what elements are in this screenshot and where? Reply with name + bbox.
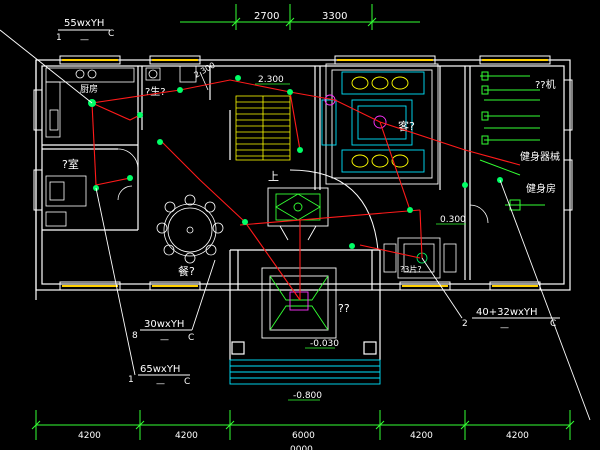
callout-4-num: 2 [462,319,468,329]
room-label-gym-equipment: 健身器械 [520,150,560,163]
callout-1-suffix: C [108,29,114,39]
dim-bottom-1: 4200 [78,431,101,441]
callout-3-spec: 65wxYH [140,364,180,375]
dim-total: 0000 [290,445,313,450]
room-label-machine: ??机 [535,78,556,91]
entry-steps [229,359,381,385]
hall-inlay [267,187,329,241]
staircase [235,95,291,161]
room-label-entry: ?? [338,302,350,315]
window-highlights [62,59,548,287]
elev-bath: 2.300 [193,60,217,79]
dim-bottom-4: 4200 [410,431,433,441]
living-room-furniture [321,63,439,185]
callout-3-num: 1 [128,375,134,385]
lounge-tag: ?3片? [400,264,422,274]
elev-stairs: 2.300 [258,75,284,85]
callout-leaders [0,29,591,421]
dining-table [156,194,224,264]
electrical-wiring [91,79,521,301]
room-label-bath: ?生? [145,85,166,98]
dim-bottom-2: 4200 [175,431,198,441]
room-label-dining: 餐? [178,264,195,278]
dim-top-2: 3300 [322,11,347,22]
dim-bottom-3: 6000 [292,431,315,441]
callout-3-suffix: C [184,377,190,387]
bottom-dimension-chain [31,410,575,440]
callout-2-dash: — [160,335,169,345]
callout-4-spec: 40+32wxYH [476,307,538,318]
entry-porch [261,267,337,339]
kitchen-fixtures [45,67,135,138]
lounge-seating [383,237,457,279]
elev-gym: 0.300 [440,215,466,225]
callout-2-suffix: C [188,333,194,343]
callout-1-num: 1 [56,33,62,43]
room-label-kitchen: 厨房 [80,83,98,95]
elev-porch: -0.030 [310,339,339,349]
room-label-gym: 健身房 [526,182,556,195]
callout-4-suffix: C [550,319,556,329]
bath-fixtures [145,65,209,91]
callout-1-spec: 55wxYH [64,18,104,29]
bedroom-furniture [45,148,139,227]
callout-4-dash: — [500,323,509,333]
top-dimension-chain [180,4,420,30]
callout-1-dash: — [80,35,89,45]
callout-2-spec: 30wxYH [144,319,184,330]
dim-bottom-5: 4200 [506,431,529,441]
dim-top-1: 2700 [254,11,279,22]
callout-2-num: 8 [132,331,138,341]
stairs-up-label: 上 [268,170,279,183]
elev-steps: -0.800 [293,391,322,401]
room-label-bedroom: ?室 [62,157,79,171]
curved-hall-wall [289,169,379,251]
callout-3-dash: — [156,379,165,389]
windows [33,55,573,291]
gym-equipment [479,71,545,211]
